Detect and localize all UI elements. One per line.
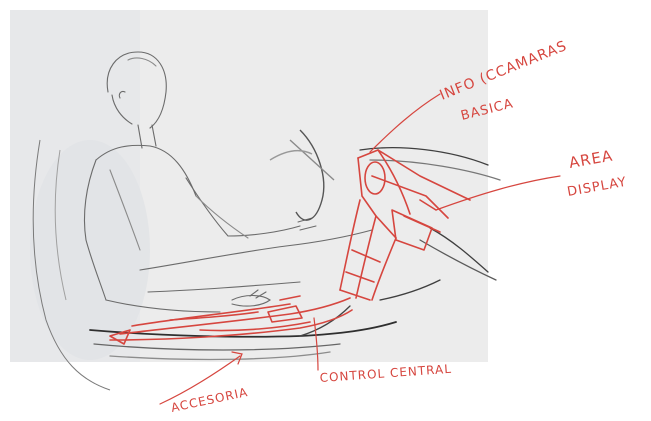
concept-sketch: INFO (CCAMARAS BASICA AREA DISPLAY ACCES… [0, 0, 651, 421]
paper-background [0, 0, 651, 421]
